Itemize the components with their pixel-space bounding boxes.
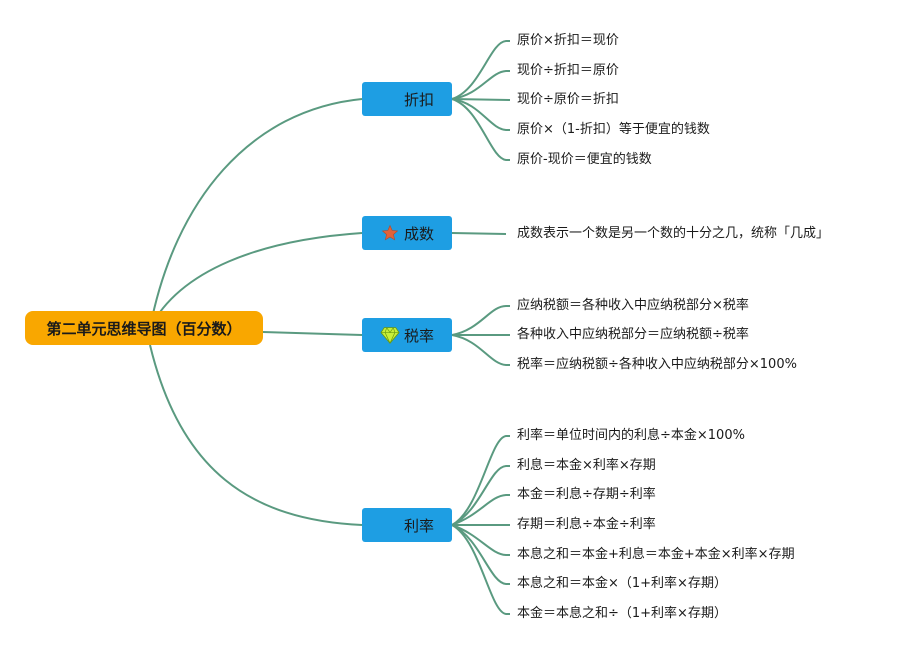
connectors-taxrate	[451, 305, 510, 366]
leaf-tenths-1: 成数表示一个数是另一个数的十分之几，统称「几成」	[517, 226, 830, 241]
branch-tenths[interactable]: 成数	[362, 216, 452, 250]
leaf-discount-4: 原价×（1-折扣）等于便宜的钱数	[517, 122, 710, 137]
leaf-interest-6: 本息之和＝本金×（1+利率×存期）	[517, 576, 727, 591]
leaf-taxrate-2: 各种收入中应纳税部分＝应纳税额÷税率	[517, 327, 749, 342]
leaf-discount-1: 原价×折扣＝现价	[517, 33, 619, 48]
root-node[interactable]: 第二单元思维导图（百分数）	[25, 311, 263, 345]
branch-tenths-label: 成数	[403, 224, 434, 243]
branch-interest[interactable]: 利率	[362, 508, 452, 542]
leaf-taxrate-1: 应纳税额＝各种收入中应纳税部分×税率	[517, 298, 749, 313]
leaf-discount-2: 现价÷折扣＝原价	[517, 63, 619, 78]
leaf-interest-7: 本金＝本息之和÷（1+利率×存期）	[517, 606, 727, 621]
leaf-taxrate-3: 税率＝应纳税额÷各种收入中应纳税部分×100%	[517, 357, 797, 372]
leaf-interest-4: 存期＝利息÷本金÷利率	[517, 517, 656, 532]
connector-root-discount	[149, 98, 363, 329]
root-label: 第二单元思维导图（百分数）	[46, 319, 242, 338]
branch-interest-label: 利率	[403, 516, 434, 535]
branch-discount[interactable]: 折扣	[362, 82, 452, 116]
connectors-interest	[451, 435, 510, 615]
connectors-discount	[451, 40, 511, 161]
connectors-tenths	[451, 232, 507, 235]
leaf-interest-1: 利率＝单位时间内的利息÷本金×100%	[517, 428, 745, 443]
connector-root-interest	[149, 344, 363, 526]
leaf-discount-3: 现价÷原价＝折扣	[517, 92, 619, 107]
connector-root-taxrate	[262, 331, 363, 336]
gem-icon	[380, 325, 400, 345]
branch-taxrate-label: 税率	[403, 326, 434, 345]
leaf-interest-2: 利息＝本金×利率×存期	[517, 458, 656, 473]
leaf-discount-5: 原价-现价＝便宜的钱数	[517, 152, 652, 167]
star-icon	[380, 223, 400, 243]
branch-taxrate[interactable]: 税率	[362, 318, 452, 352]
branch-discount-label: 折扣	[403, 90, 434, 109]
connector-root-tenths	[149, 232, 363, 329]
leaf-interest-3: 本金＝利息÷存期÷利率	[517, 487, 656, 502]
leaf-interest-5: 本息之和＝本金+利息＝本金+本金×利率×存期	[517, 547, 795, 562]
